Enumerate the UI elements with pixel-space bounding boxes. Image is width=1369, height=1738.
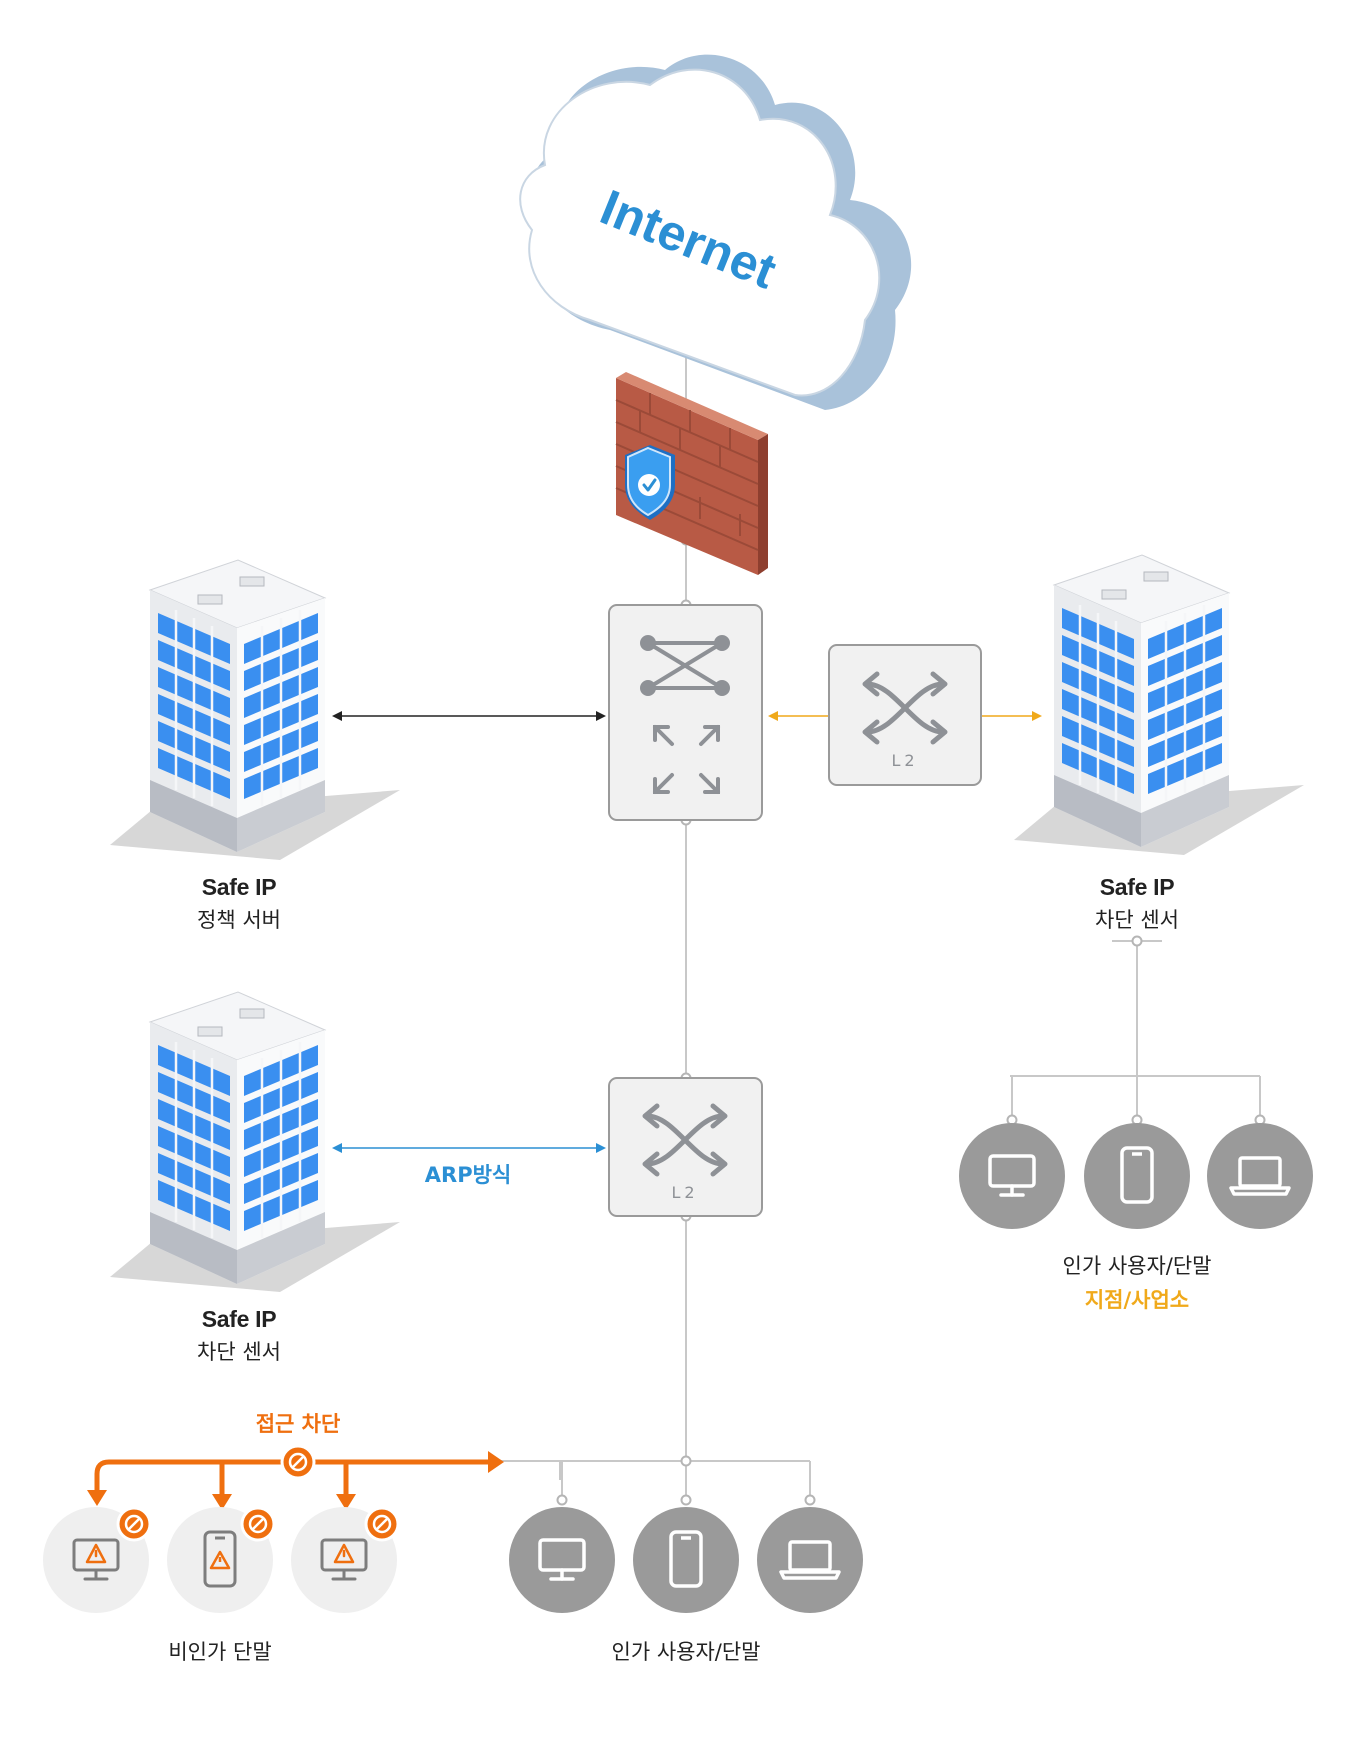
- main-sensor-building: [108, 990, 402, 1294]
- firewall: [615, 372, 768, 575]
- internet-cloud: [519, 54, 912, 410]
- policy-server-title: Safe IP: [201, 874, 277, 900]
- branch-authorized-devices: [959, 1123, 1313, 1229]
- core-switch: [608, 604, 763, 821]
- branch-sensor-link-arrow: [768, 711, 1042, 721]
- access-block-icon: [280, 1444, 316, 1480]
- policy-server-link-arrow: [332, 711, 606, 721]
- authorized-devices: [509, 1507, 863, 1613]
- l2-branch-label: L2: [891, 751, 918, 770]
- unauthorized-devices: [43, 1506, 400, 1613]
- l2-main-label: L2: [671, 1183, 698, 1202]
- arp-link-arrow: [332, 1143, 606, 1153]
- policy-server-subtitle: 정책 서버: [197, 908, 281, 932]
- access-block-arrows: [94, 1459, 493, 1501]
- branch-sensor-subtitle: 차단 센서: [1095, 908, 1179, 932]
- branch-sensor-title: Safe IP: [1099, 874, 1175, 900]
- branch-sensor-building: [1012, 553, 1306, 857]
- authorized-label: 인가 사용자/단말: [611, 1640, 761, 1664]
- access-block-arrowheads: [87, 1451, 504, 1510]
- main-sensor-title: Safe IP: [201, 1306, 277, 1332]
- l2-switch-branch: [828, 644, 982, 786]
- policy-server-building: [108, 558, 402, 862]
- main-sensor-subtitle: 차단 센서: [197, 1340, 281, 1364]
- shield-icon: [625, 445, 675, 520]
- branch-users-sublabel: 지점/사업소: [1084, 1288, 1190, 1312]
- arp-label: ARP방식: [424, 1163, 512, 1187]
- branch-users-label: 인가 사용자/단말: [1062, 1254, 1212, 1278]
- access-block-label: 접근 차단: [255, 1412, 341, 1436]
- unauthorized-label: 비인가 단말: [168, 1640, 272, 1664]
- l2-switch-main: [608, 1077, 763, 1217]
